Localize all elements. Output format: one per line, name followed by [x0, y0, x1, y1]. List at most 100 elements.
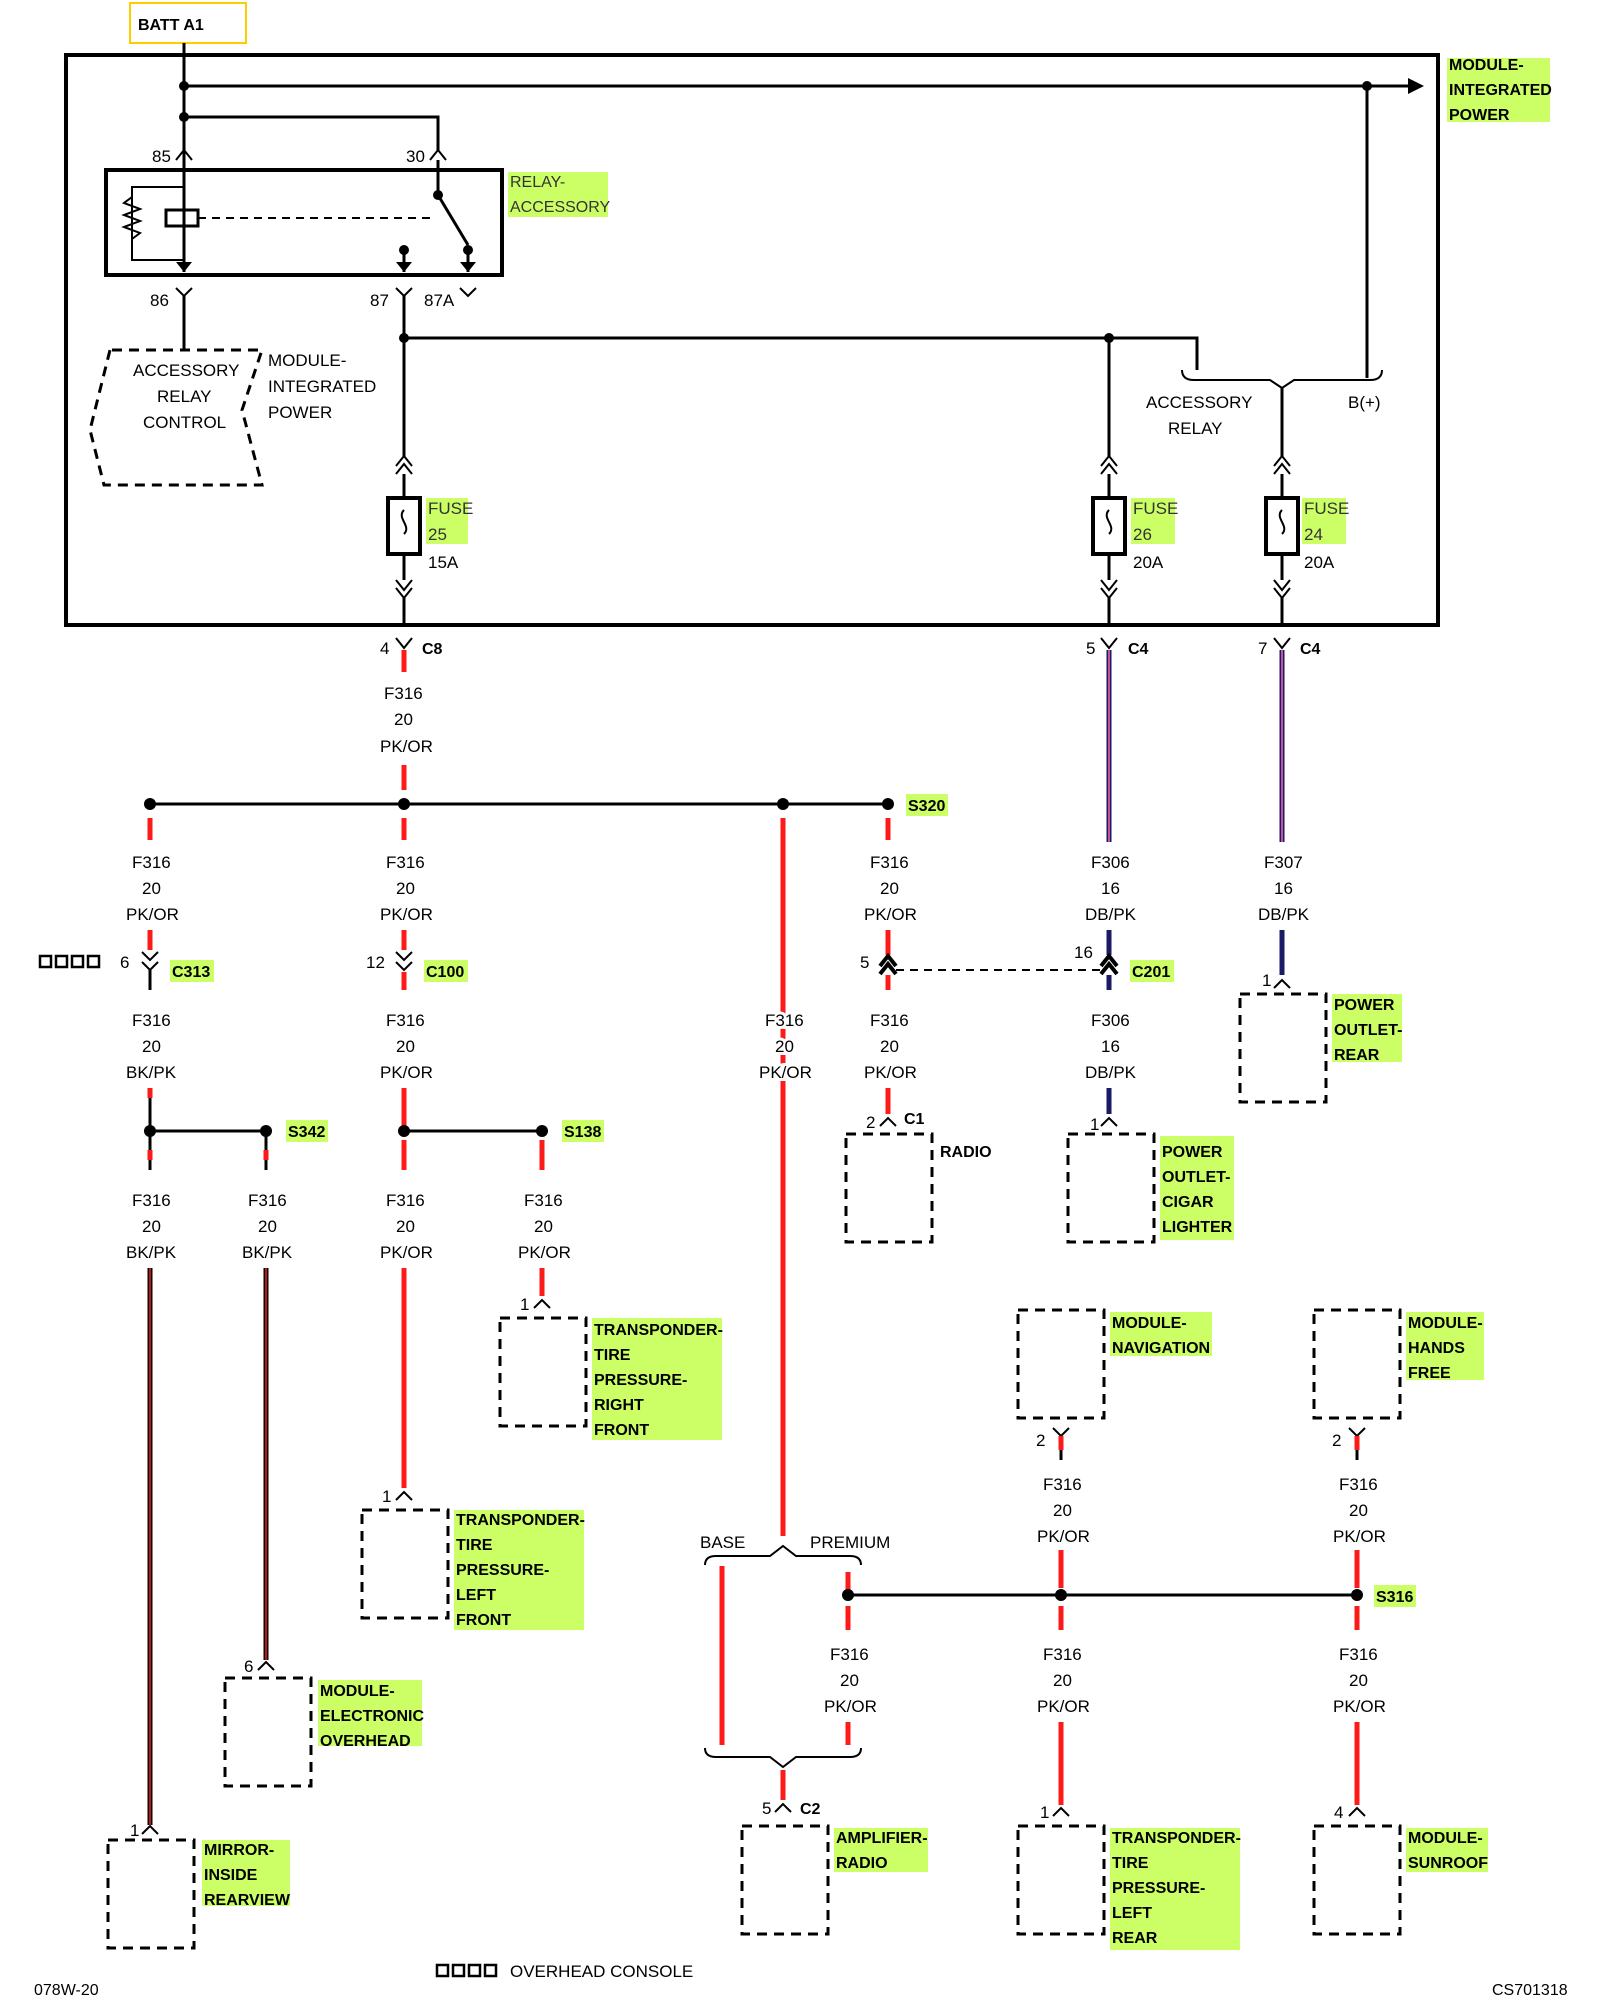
f316-c1-color: PK/OR — [380, 905, 433, 924]
f316-c3-color: PK/OR — [380, 1243, 433, 1262]
pin-30: 30 — [406, 147, 425, 166]
module-hands-free-box — [1312, 1308, 1402, 1420]
amp-label-2: RADIO — [836, 1855, 888, 1872]
amp-label-1: AMPLIFIER- — [836, 1830, 928, 1847]
tpms-right-front-box — [498, 1316, 588, 1428]
nav-label-2: NAVIGATION — [1112, 1340, 1210, 1357]
fuse-25-name: FUSE — [428, 499, 473, 518]
c4b-name: C4 — [1300, 641, 1321, 658]
rear-outlet-label-3: REAR — [1334, 1047, 1380, 1064]
tpms-rf-label-2: TIRE — [594, 1347, 631, 1364]
feed-accessory-relay-2: RELAY — [1168, 419, 1223, 438]
option-premium: PREMIUM — [810, 1533, 890, 1552]
fuse-25-number: 25 — [428, 525, 447, 544]
f307-gauge: 16 — [1274, 879, 1293, 898]
mirror-inside-rearview-box — [106, 1838, 196, 1950]
fuse-25 — [386, 454, 422, 625]
f306-b-gauge: 16 — [1101, 1037, 1120, 1056]
f316-f2-color: PK/OR — [864, 1063, 917, 1082]
tpms-lr-label-2: TIRE — [1112, 1855, 1149, 1872]
f316-i-circuit: F316 — [830, 1645, 869, 1664]
tpms-lf-pin: 1 — [382, 1487, 391, 1506]
f316-a2-color: BK/PK — [126, 1063, 177, 1082]
tpms-lr-label-3: PRESSURE- — [1112, 1880, 1205, 1897]
f316-j-color: PK/OR — [1037, 1697, 1090, 1716]
f316-c3-circuit: F316 — [386, 1191, 425, 1210]
sunroof-label-2: SUNROOF — [1408, 1855, 1488, 1872]
f316-g1-circuit: F316 — [1043, 1475, 1082, 1494]
mirror-pin: 1 — [130, 1821, 139, 1840]
feed-battery: B(+) — [1348, 393, 1381, 412]
f316-j-gauge: 20 — [1053, 1671, 1072, 1690]
tpms-lf-label-2: TIRE — [456, 1537, 493, 1554]
f316-f1-gauge: 20 — [880, 879, 899, 898]
control-module-label-3: POWER — [268, 403, 332, 422]
f316-e-circuit: F316 — [765, 1011, 804, 1030]
fuse-26-number: 26 — [1133, 525, 1152, 544]
rear-outlet-label-2: OUTLET- — [1334, 1022, 1402, 1039]
f316-g1-color: PK/OR — [1037, 1527, 1090, 1546]
f306-b-circuit: F306 — [1091, 1011, 1130, 1030]
f306-a-color: DB/PK — [1085, 905, 1137, 924]
c100-pin: 12 — [366, 953, 385, 972]
feed-accessory-relay-1: ACCESSORY — [1146, 393, 1252, 412]
cigar-label-2: OUTLET- — [1162, 1169, 1230, 1186]
f316-f2-gauge: 20 — [880, 1037, 899, 1056]
relay-label-1: RELAY- — [510, 174, 565, 191]
f316-c1-gauge: 20 — [396, 879, 415, 898]
c4a-name: C4 — [1128, 641, 1149, 658]
f316-a1-circuit: F316 — [132, 853, 171, 872]
f316-f1-color: PK/OR — [864, 905, 917, 924]
f316-d3-gauge: 20 — [534, 1217, 553, 1236]
f316-d3-circuit: F316 — [524, 1191, 563, 1210]
fuse-26 — [1091, 454, 1127, 625]
mirror-label-1: MIRROR- — [204, 1842, 274, 1859]
arrow-right-icon — [1408, 78, 1424, 94]
footer-right-code: CS701318 — [1492, 1982, 1568, 1999]
f307-circuit: F307 — [1264, 853, 1303, 872]
amplifier-radio-box — [740, 1824, 830, 1936]
cigar-label-3: CIGAR — [1162, 1194, 1214, 1211]
splice-s316: S316 — [1376, 1589, 1413, 1606]
fuse-26-rating: 20A — [1133, 553, 1164, 572]
f316-a3-circuit: F316 — [132, 1191, 171, 1210]
fuse-24-name: FUSE — [1304, 499, 1349, 518]
f316-a1-gauge: 20 — [142, 879, 161, 898]
c8-pin: 4 — [380, 639, 389, 658]
c4b-pin: 7 — [1258, 639, 1267, 658]
tpms-rf-label-3: PRESSURE- — [594, 1372, 687, 1389]
hands-free-label-1: MODULE- — [1408, 1315, 1483, 1332]
tpms-lr-label-4: LEFT — [1112, 1905, 1152, 1922]
rear-outlet-label-1: POWER — [1334, 997, 1395, 1014]
f316-j-circuit: F316 — [1043, 1645, 1082, 1664]
tpms-rf-label-4: RIGHT — [594, 1397, 644, 1414]
wire-f316-c8-gauge: 20 — [394, 710, 413, 729]
nav-label-1: MODULE- — [1112, 1315, 1187, 1332]
option-base: BASE — [700, 1533, 745, 1552]
splice-s320: S320 — [908, 798, 945, 815]
f316-b3-color: BK/PK — [242, 1243, 293, 1262]
module-navigation-box — [1016, 1308, 1106, 1420]
overhead-console-legend-symbol — [435, 1963, 498, 1978]
tpms-rf-label-1: TRANSPONDER- — [594, 1322, 723, 1339]
f316-c2-gauge: 20 — [396, 1037, 415, 1056]
integrated-power-module-box — [64, 53, 1440, 627]
c201-left-pin: 5 — [860, 953, 869, 972]
f316-a1-color: PK/OR — [126, 905, 179, 924]
tpms-lf-label-3: PRESSURE- — [456, 1562, 549, 1579]
f316-c2-color: PK/OR — [380, 1063, 433, 1082]
fuse-25-rating: 15A — [428, 553, 459, 572]
fuse-24 — [1264, 454, 1300, 625]
cigar-label-4: LIGHTER — [1162, 1219, 1233, 1236]
tpms-rf-pin: 1 — [520, 1295, 529, 1314]
tpms-lf-label-5: FRONT — [456, 1612, 511, 1629]
radio-box — [844, 1132, 934, 1244]
tpms-lr-label-1: TRANSPONDER- — [1112, 1830, 1241, 1847]
wire-f316-c8-color: PK/OR — [380, 737, 433, 756]
c201-right-pin: 16 — [1074, 943, 1093, 962]
control-label-1: ACCESSORY — [133, 361, 239, 380]
module-ip-label-2: INTEGRATED — [1449, 82, 1552, 99]
power-outlet-rear-box — [1238, 992, 1328, 1104]
f316-e-gauge: 20 — [775, 1037, 794, 1056]
overhead-console-symbol-c313 — [38, 954, 101, 969]
